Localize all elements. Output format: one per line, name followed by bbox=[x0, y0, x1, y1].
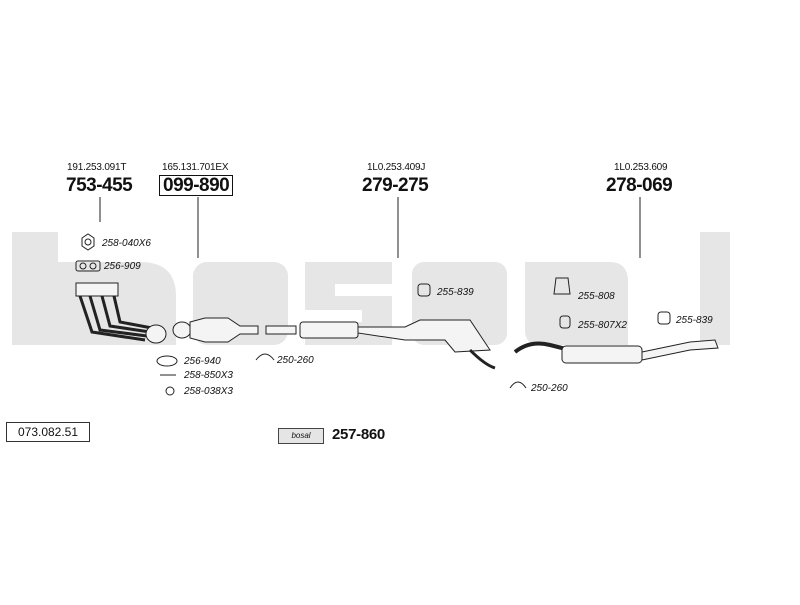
oe-number-4: 1L0.253.609 bbox=[614, 162, 668, 173]
fitting-label: 255-839 bbox=[437, 287, 474, 298]
oe-number-1: 191.253.091T bbox=[67, 162, 127, 173]
fitting-label: 250-260 bbox=[531, 383, 568, 394]
part-number-4: 278-069 bbox=[606, 175, 673, 196]
mounting-kit-label: 257-860 bbox=[332, 426, 385, 443]
brand-watermark bbox=[12, 232, 730, 345]
exhaust-manifold bbox=[75, 282, 167, 344]
reference-code: 073.082.51 bbox=[6, 422, 90, 442]
part-number-2: 099-890 bbox=[159, 175, 234, 196]
fitting-label: 255-808 bbox=[578, 291, 615, 302]
oe-number-2: 165.131.701EX bbox=[162, 162, 229, 173]
pointer-lines bbox=[99, 197, 641, 258]
brand-badge: bosal bbox=[278, 428, 324, 444]
part-number-3: 279-275 bbox=[362, 175, 429, 196]
catalytic-converter bbox=[172, 317, 259, 343]
fitting-label: 258-038X3 bbox=[184, 386, 233, 397]
fitting-label: 255-807X2 bbox=[578, 320, 627, 331]
fitting-label: 258-040X6 bbox=[102, 238, 151, 249]
oe-number-3: 1L0.253.409J bbox=[367, 162, 426, 173]
rear-silencer bbox=[513, 339, 719, 364]
fitting-label: 258-850X3 bbox=[184, 370, 233, 381]
fitting-icons bbox=[75, 233, 671, 396]
fitting-label: 256-909 bbox=[104, 261, 141, 272]
fitting-label: 256-940 bbox=[184, 356, 221, 367]
middle-pipe bbox=[265, 319, 496, 370]
part-number-1: 753-455 bbox=[66, 175, 133, 196]
fitting-label: 255-839 bbox=[676, 315, 713, 326]
fitting-label: 250-260 bbox=[277, 355, 314, 366]
